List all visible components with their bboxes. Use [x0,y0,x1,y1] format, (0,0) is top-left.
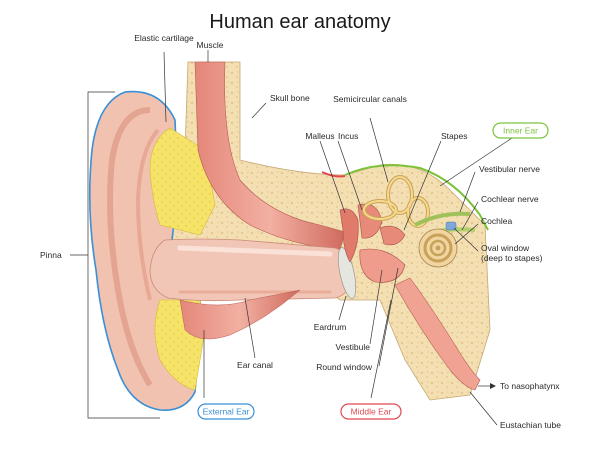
label-eustachian-tube: Eustachian tube [500,420,561,430]
label-oval-window-note: (deep to stapes) [481,253,543,263]
label-elastic-cartilage-1: Elastic cartilage [134,33,194,43]
label-cochlear-nerve: Cochlear nerve [481,194,539,204]
label-incus: Incus [338,131,358,141]
oval-window-shape [445,221,457,231]
label-cochlea: Cochlea [481,216,512,226]
eardrum-shape [337,247,357,299]
label-eardrum: Eardrum [314,322,347,332]
label-round-window: Round window [316,362,373,372]
muscle-band [194,61,346,251]
malleus-shape [339,208,359,263]
stapes-shape [379,225,406,246]
label-muscle: Muscle [197,40,224,50]
label-pinna: Pinna [40,250,62,260]
label-vestibular-nerve: Vestibular nerve [479,164,540,174]
badge-middle-ear-text: Middle Ear [351,407,392,417]
leader-lines [70,50,516,426]
inner-ear-outline [344,164,489,231]
badge-external-ear: External Ear [197,403,255,420]
page-title: Human ear anatomy [209,11,390,33]
badge-middle-ear: Middle Ear [340,403,402,420]
badge-inner-ear: Inner Ear [492,122,549,139]
label-semicircular-canals: Semicircular canals [333,94,407,104]
cochlea-shape [418,228,458,268]
vestibular-nerve-shape [414,211,471,227]
label-oval-window: Oval window [481,243,530,253]
label-stapes: Stapes [441,131,467,141]
label-vestibule: Vestibule [336,342,371,352]
label-ear-canal: Ear canal [237,360,273,370]
eustachian-tube-shape [394,277,481,391]
label-to-nasopharynx: To nasophatynx [500,381,560,391]
badge-inner-ear-text: Inner Ear [503,126,538,136]
label-malleus: Malleus [305,131,334,141]
middle-ear-outline [321,171,346,178]
label-skull-bone: Skull bone [270,93,310,103]
cartilage-shape [149,127,216,236]
badge-external-ear-text: External Ear [203,407,250,417]
